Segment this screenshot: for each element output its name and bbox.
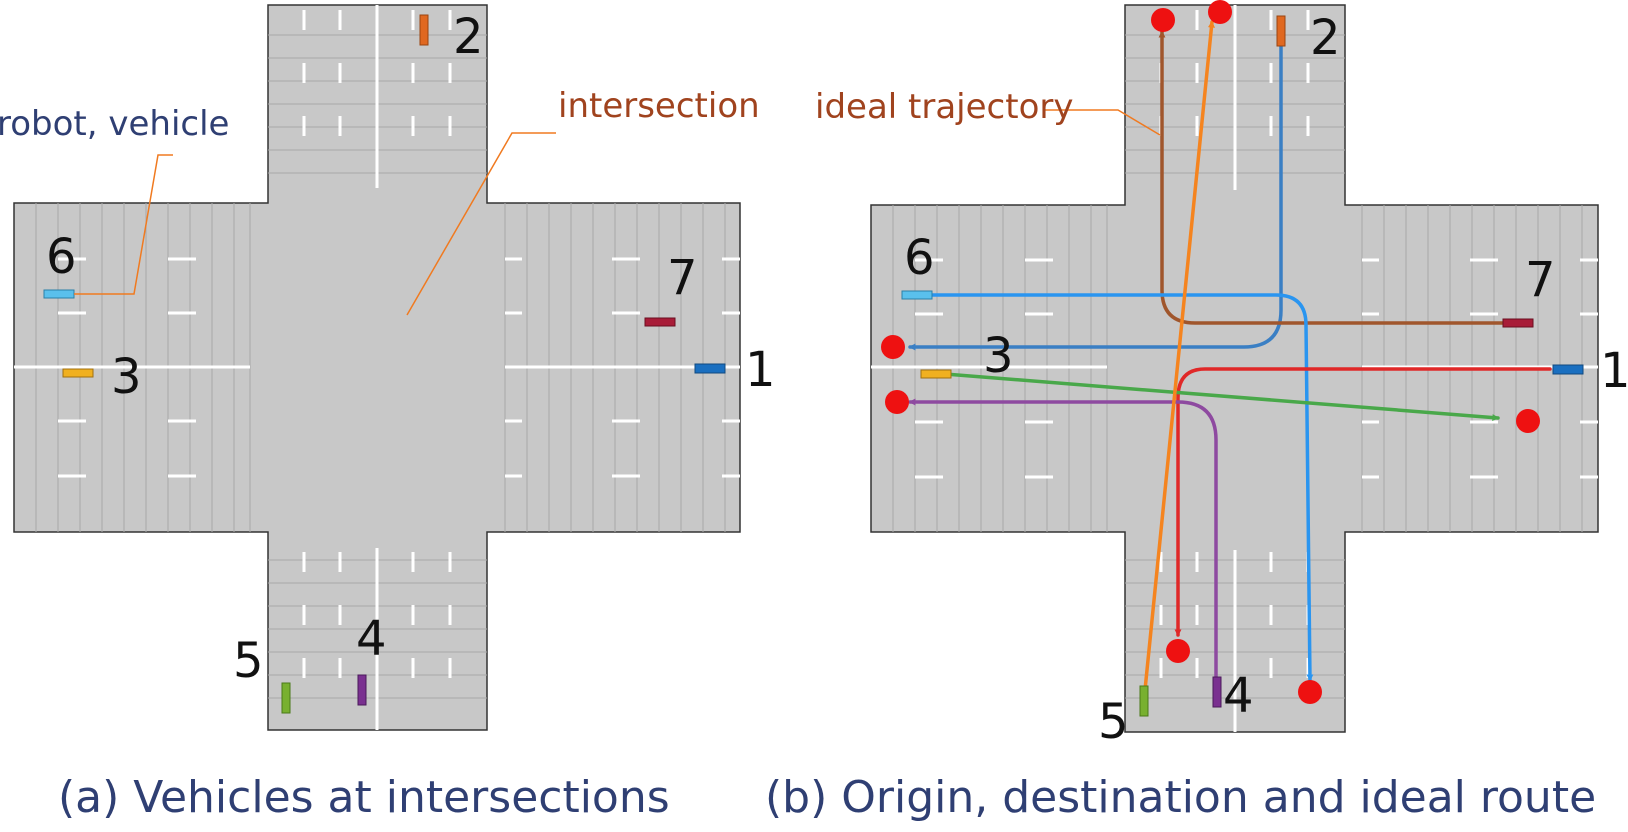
route-vehicle-4 (908, 398, 1218, 687)
intersection-road-a (13, 4, 741, 731)
vehicle-label-6-b: 6 (904, 230, 935, 286)
destination-vehicle-3 (1516, 409, 1540, 433)
vehicle-label-2-a: 2 (453, 9, 484, 65)
destination-vehicle-4 (885, 390, 909, 414)
vehicle-4-a (357, 674, 367, 706)
vehicle-7-b (1502, 318, 1534, 328)
destination-vehicle-7 (1151, 8, 1175, 32)
intersection-annotation: intersection (558, 86, 760, 126)
vehicle-label-3-b: 3 (983, 328, 1014, 384)
caption-a: (a) Vehicles at intersections (58, 772, 670, 823)
panel-b: 1 2 3 4 5 6 7 ideal trajectory (b) Origi… (765, 0, 1628, 823)
vehicle-3-a (62, 368, 94, 378)
trajectory-leader-line (1045, 109, 1161, 136)
caption-b: (b) Origin, destination and ideal route (765, 772, 1596, 823)
vehicle-5-a (281, 682, 291, 714)
destinations (881, 0, 1540, 704)
vehicle-6-b (901, 290, 933, 300)
vehicle-1-b (1552, 364, 1584, 375)
route-vehicle-7 (1158, 30, 1507, 325)
vehicle-label-1-a: 1 (745, 342, 776, 398)
road-network-a (13, 4, 741, 731)
vehicle-label-7-a: 7 (667, 250, 698, 306)
destination-vehicle-5 (1208, 0, 1232, 24)
vehicle-6-a (43, 289, 75, 299)
vehicle-label-7-b: 7 (1525, 252, 1556, 308)
ideal-routes (908, 20, 1552, 702)
vehicle-1-a (694, 363, 726, 374)
vehicle-5-b (1139, 685, 1149, 717)
vehicle-label-4-a: 4 (356, 611, 387, 667)
vehicle-label-1-b: 1 (1600, 343, 1628, 399)
vehicle-label-4-b: 4 (1223, 668, 1254, 724)
trajectory-annotation: ideal trajectory (815, 87, 1073, 127)
vehicle-label-6-a: 6 (46, 229, 77, 285)
destination-vehicle-6 (1298, 680, 1322, 704)
vehicle-2-a (419, 14, 429, 46)
intersection-leader-line (406, 132, 556, 316)
vehicle-7-a (644, 317, 676, 327)
vehicle-label-2-b: 2 (1310, 10, 1341, 66)
route-vehicle-5 (1142, 20, 1215, 702)
vehicle-label-3-a: 3 (111, 349, 142, 405)
destination-vehicle-2 (881, 335, 905, 359)
robot-annotation: robot, vehicle (0, 104, 229, 144)
route-vehicle-1 (1174, 367, 1552, 637)
vehicle-4-b (1212, 676, 1222, 708)
route-vehicle-6 (926, 293, 1314, 682)
vehicle-label-5-b: 5 (1098, 694, 1129, 750)
destination-vehicle-1 (1166, 639, 1190, 663)
vehicle-label-5-a: 5 (233, 633, 264, 689)
vehicle-2-b (1276, 15, 1286, 47)
panel-a: 1 2 3 4 5 6 7 robot, vehicle intersectio… (0, 4, 776, 823)
route-vehicle-3 (943, 372, 1500, 422)
robot-leader-line (74, 154, 173, 295)
vehicle-3-b (920, 369, 952, 379)
route-vehicle-2 (908, 43, 1283, 351)
